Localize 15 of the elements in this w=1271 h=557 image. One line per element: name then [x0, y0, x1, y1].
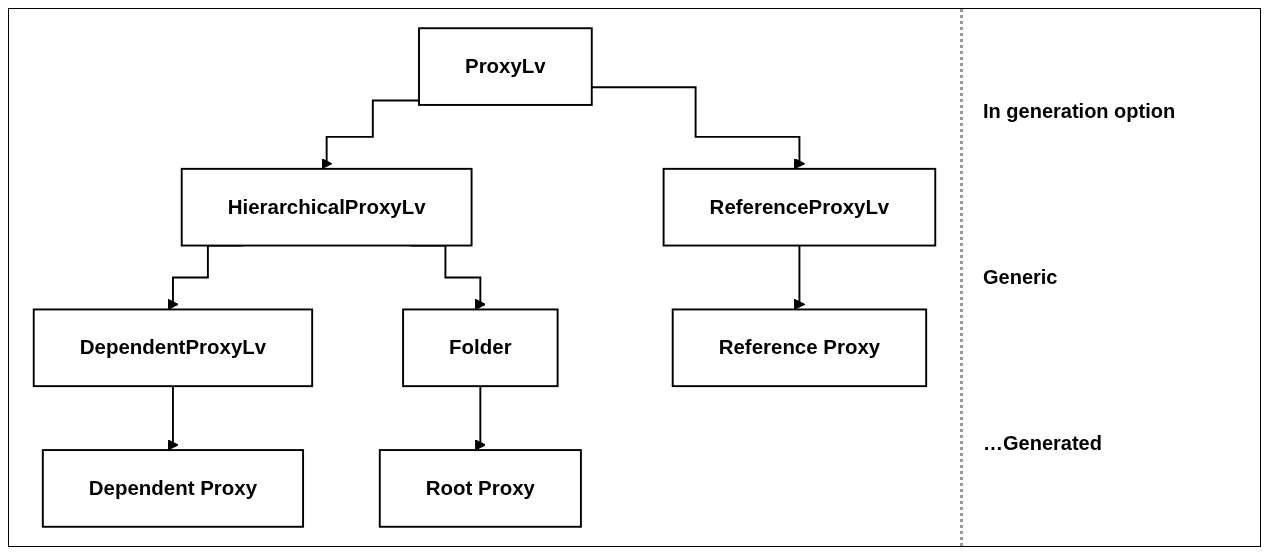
- node-box: Folder: [402, 308, 559, 388]
- node-box: ReferenceProxyLv: [662, 167, 937, 247]
- node-box: HierarchicalProxyLv: [180, 167, 473, 247]
- arrow: [793, 244, 806, 310]
- node-box: Dependent Proxy: [41, 449, 305, 528]
- arrow: [167, 385, 179, 451]
- zone-label: In generation option: [983, 100, 1177, 124]
- node-box: DependentProxyLv: [32, 308, 314, 388]
- arrow: [474, 385, 486, 451]
- zone-label: Generic: [983, 266, 1059, 289]
- node-box: Reference Proxy: [671, 308, 928, 388]
- node-box: Root Proxy: [378, 449, 582, 528]
- zone-label: …Generated: [983, 431, 1103, 455]
- node-box: ProxyLv: [418, 27, 593, 106]
- arrow: [321, 99, 420, 170]
